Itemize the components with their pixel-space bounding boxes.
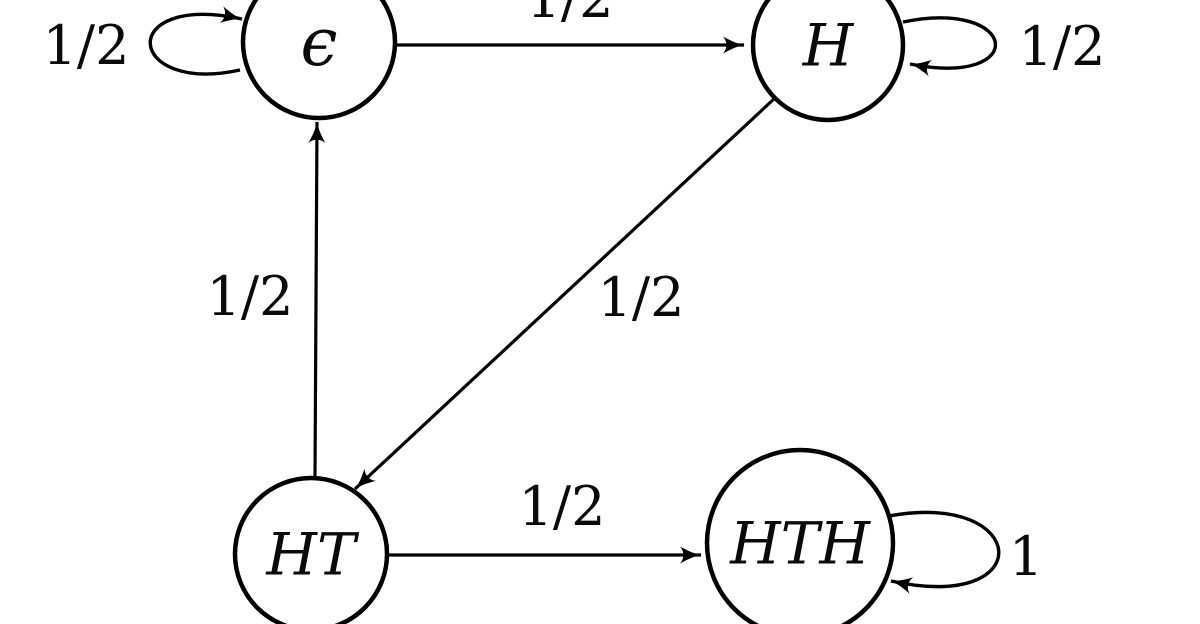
transition-edge-HTH-HTH [888,510,1001,594]
labels-layer: ϵ H HT HTH 1/2 1/2 1/2 1/2 1/2 1/2 1 [43,0,1106,588]
transition-edge-epsilon-epsilon [148,6,243,76]
state-label-HT: HT [265,520,360,588]
state-circle-H [750,0,906,123]
state-circle-epsilon [240,0,398,121]
state-label-HTH: HTH [729,509,871,577]
state-circle-HT [232,475,390,624]
transition-label-HT-epsilon: 1/2 [207,265,294,328]
states-layer [232,0,906,624]
transition-label-H-H: 1/2 [1019,15,1106,78]
transition-edge-H-H [902,16,998,77]
transition-edge-H-HT [353,96,777,491]
state-label-H: H [802,11,855,79]
transition-label-epsilon-H: 1/2 [527,0,614,30]
state-circle-HTH [704,447,896,624]
transition-label-epsilon-epsilon: 1/2 [43,14,130,77]
edges-layer [148,6,1001,594]
state-label-epsilon: ϵ [301,4,338,81]
transition-edge-HT-epsilon [308,121,326,478]
transition-label-HT-HTH: 1/2 [519,475,606,538]
transition-label-HTH-HTH: 1 [1009,525,1043,588]
transition-label-H-HT: 1/2 [598,266,685,329]
